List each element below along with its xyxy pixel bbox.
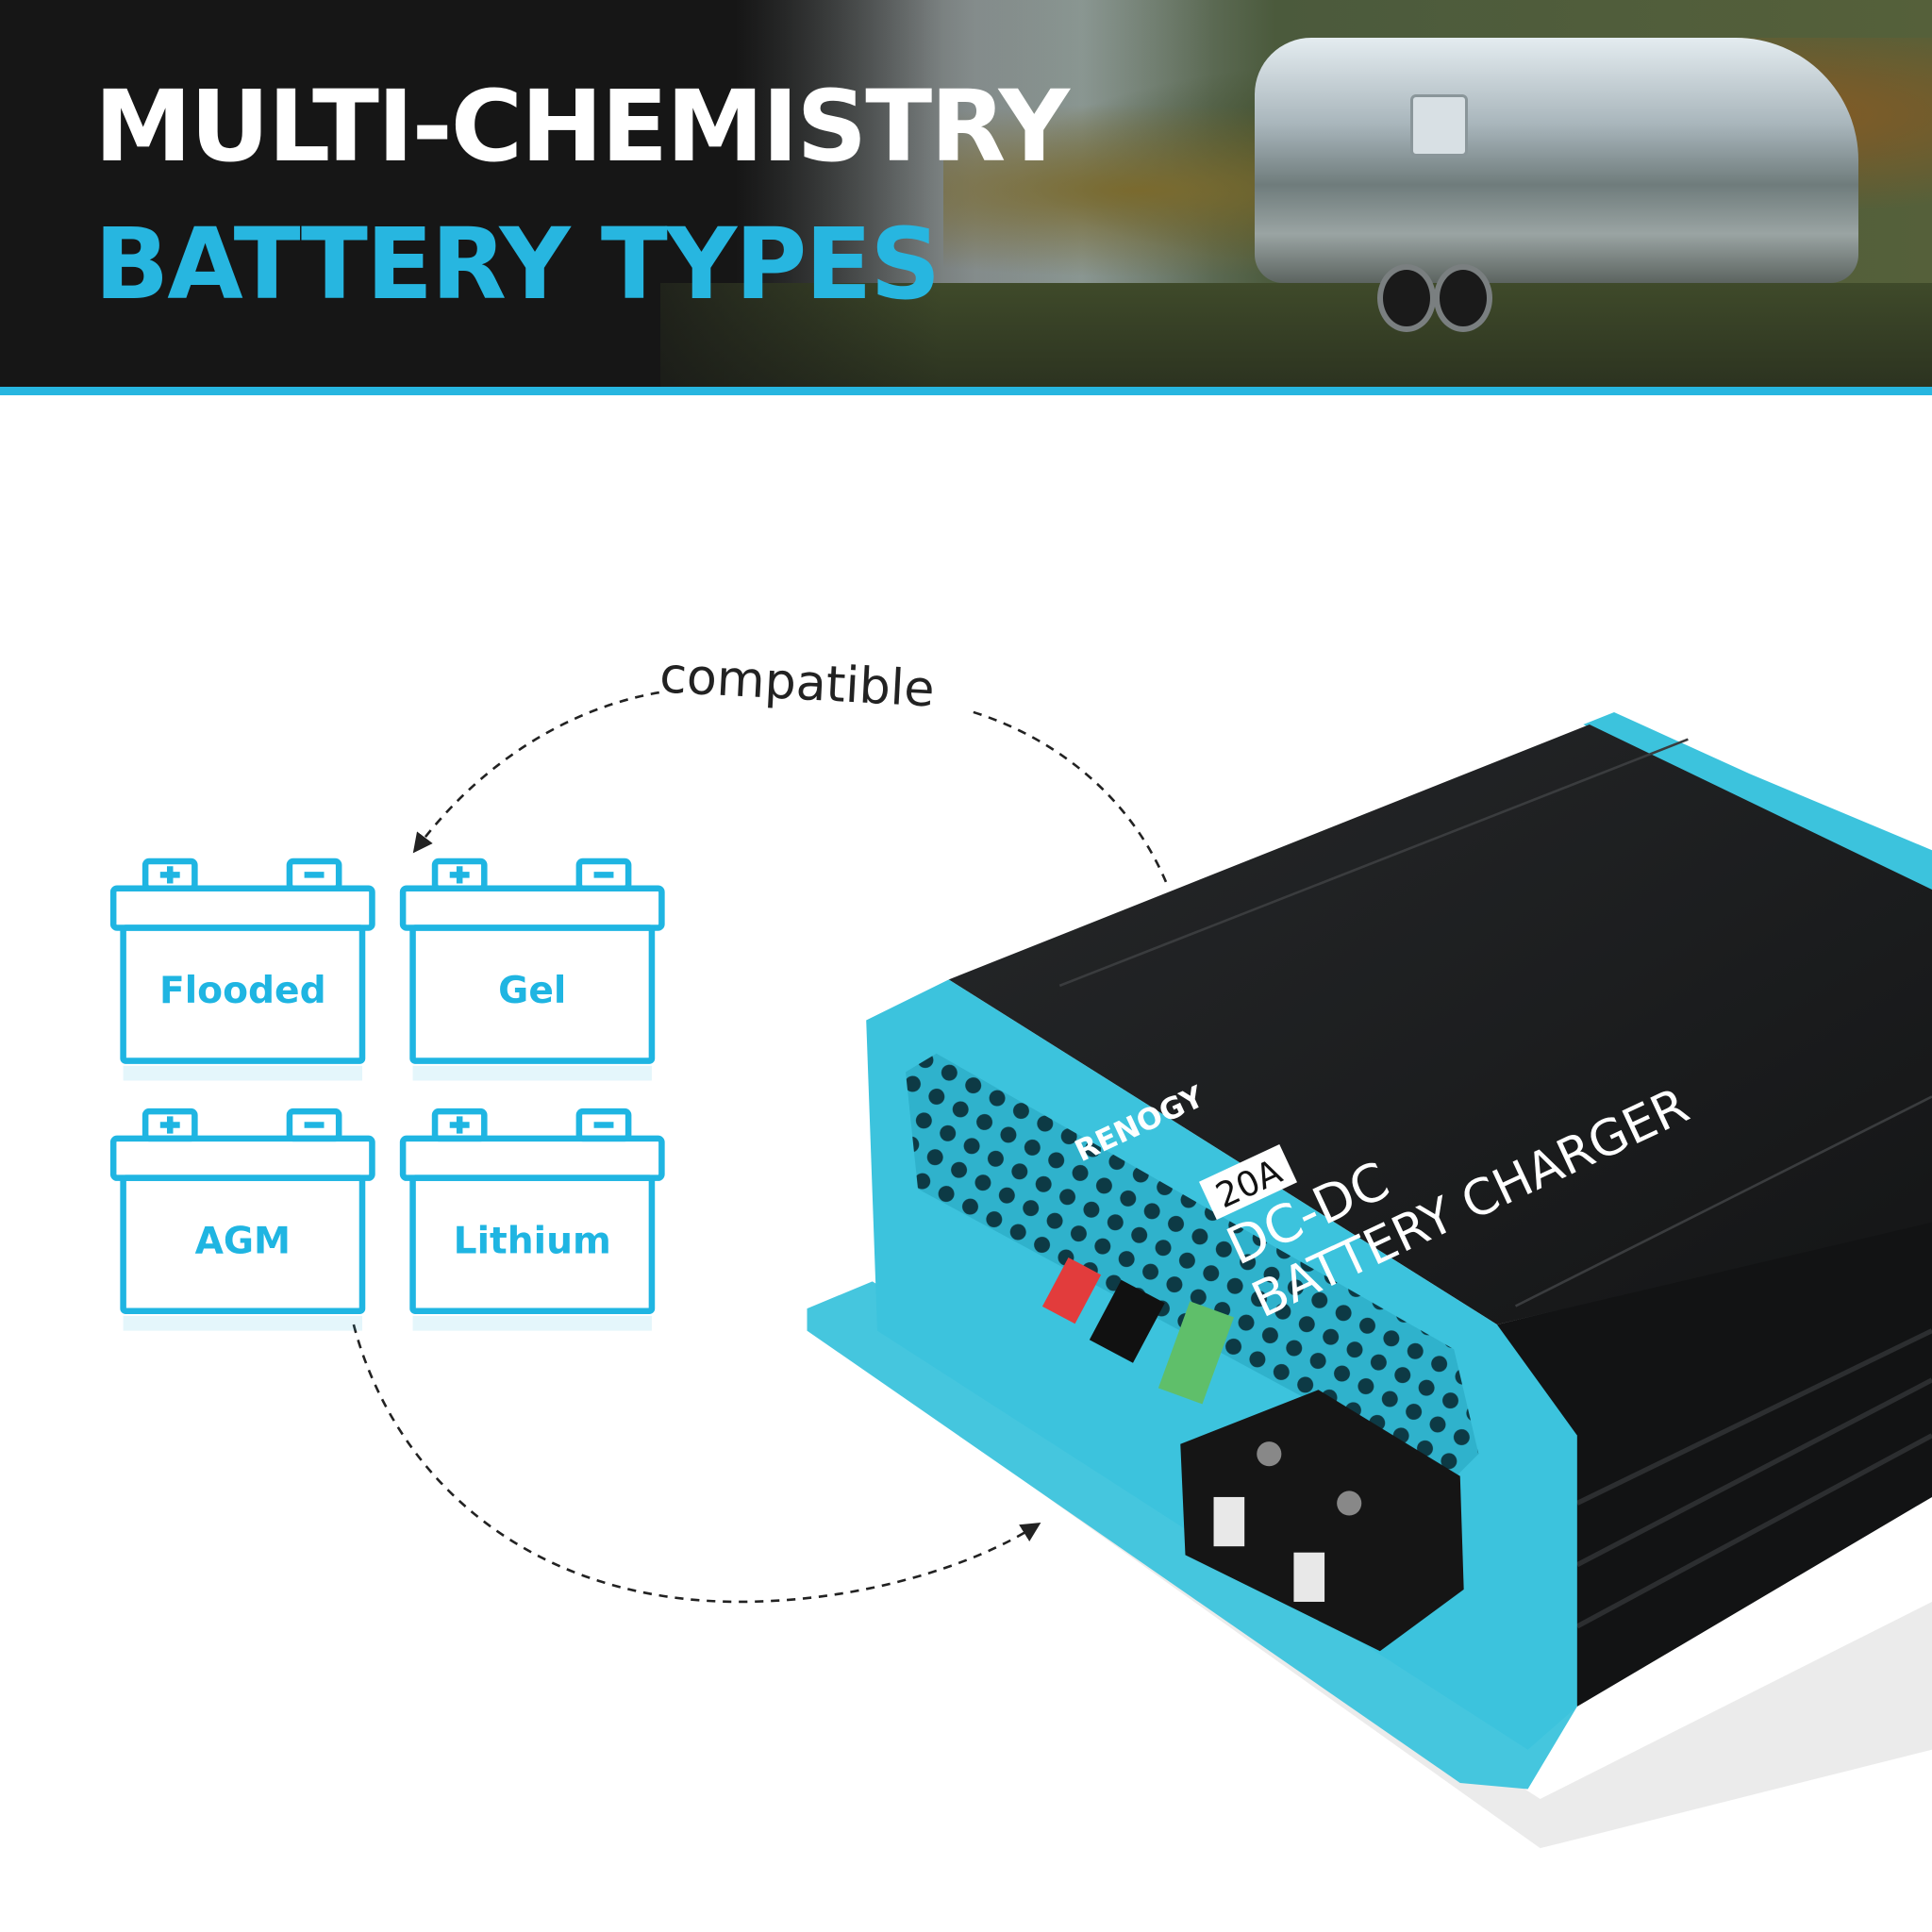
battery-label: Gel <box>498 970 566 1012</box>
accent-divider <box>0 387 1932 395</box>
battery-label: AGM <box>195 1220 291 1262</box>
battery-icon <box>399 858 665 1064</box>
trailer-wheel <box>1377 264 1436 332</box>
vent-grille <box>906 1053 1479 1479</box>
battery-lithium: Lithium <box>399 1108 665 1331</box>
battery-agm: AGM <box>109 1108 375 1331</box>
battery-gel: Gel <box>399 858 665 1081</box>
compatible-arrow-right <box>973 710 1170 888</box>
battery-flooded: Flooded <box>109 858 375 1081</box>
terminal-lug <box>1213 1496 1245 1547</box>
green-terminal <box>1158 1301 1235 1405</box>
charger-top-face <box>948 724 1932 1325</box>
battery-icon <box>399 1108 665 1314</box>
battery-icon <box>109 858 375 1064</box>
compatible-arrow-bottom <box>352 1324 1041 1604</box>
power-terminal-block <box>1180 1390 1464 1652</box>
header-banner: MULTI-CHEMISTRY BATTERY TYPES <box>0 0 1932 387</box>
headline-line2: BATTERY TYPES <box>94 207 941 322</box>
battery-label: Lithium <box>454 1220 611 1262</box>
headline-line1: MULTI-CHEMISTRY <box>94 69 1070 184</box>
trailer-wheel <box>1434 264 1492 332</box>
dc-dc-charger-product: RENOGY 20A DC-DC BATTERY CHARGER <box>807 711 1932 1849</box>
terminal-screw <box>1337 1491 1362 1516</box>
airstream-trailer-photo <box>1255 38 1858 283</box>
trailer-window <box>1410 94 1468 157</box>
terminal-screw <box>1257 1441 1282 1467</box>
battery-icon <box>109 1108 375 1314</box>
compatible-label: compatible <box>658 647 936 718</box>
compatible-arrow-top <box>412 691 659 854</box>
charger-fins <box>1496 1220 1932 1707</box>
dark-fade <box>0 0 943 387</box>
rj45-port <box>1089 1279 1165 1363</box>
terminal-lug <box>1293 1552 1325 1602</box>
battery-label: Flooded <box>159 970 326 1012</box>
dip-switch <box>1041 1257 1102 1324</box>
rating-badge <box>1199 1144 1298 1221</box>
